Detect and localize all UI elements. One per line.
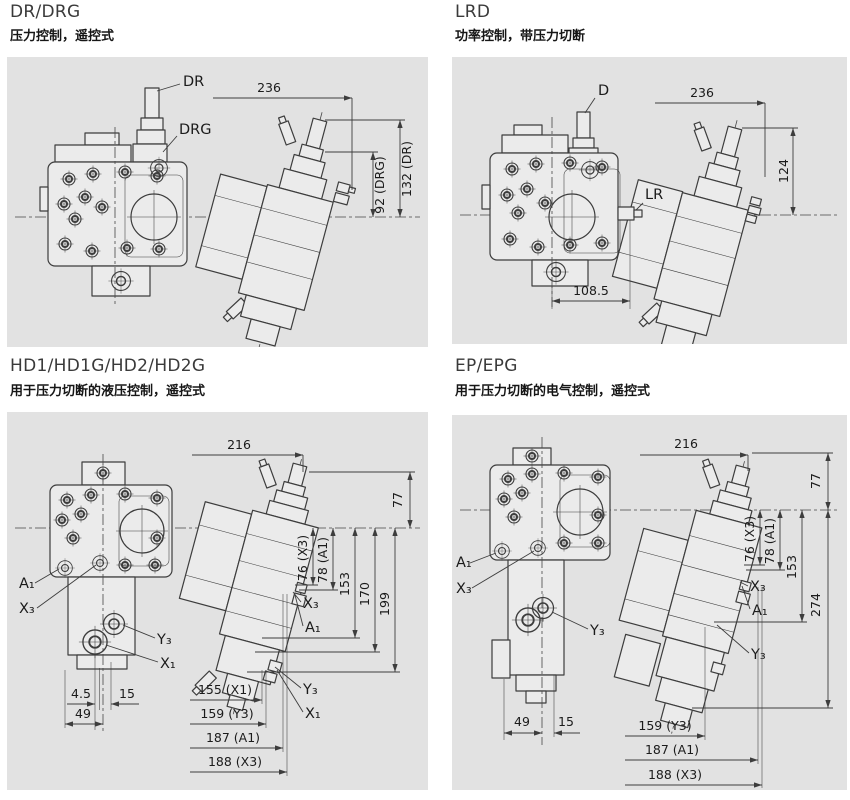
- dim-124: 124: [776, 159, 791, 183]
- side-view-tilted: [178, 458, 319, 715]
- section-subtitle-lrd: 功率控制，带压力切断: [455, 29, 586, 44]
- front-view: [49, 454, 173, 732]
- dim-153: 153: [784, 555, 799, 579]
- section-title-ep: EP/EPG: [455, 356, 518, 376]
- dim-49: 49: [514, 714, 530, 729]
- front-view: [39, 87, 188, 307]
- dimensions: D LR 236 124 108.5: [551, 83, 798, 309]
- dim-153: 153: [337, 572, 352, 596]
- dim-155-x1: 155 (X1): [198, 682, 252, 697]
- dim-159-y3: 159 (Y3): [638, 718, 691, 733]
- drawing-lrd: D LR 236 124 108.5: [460, 83, 839, 344]
- port-label-a1-side: A₁: [752, 603, 768, 619]
- port-label-lr: LR: [645, 187, 663, 203]
- side-view-tilted: [611, 120, 763, 344]
- dim-78-a1: 78 (A1): [762, 518, 777, 564]
- port-label-x3-front: X₃: [19, 601, 35, 617]
- dim-274: 274: [808, 593, 823, 617]
- dim-77: 77: [390, 492, 405, 508]
- dim-199: 199: [377, 592, 392, 616]
- drawing-hd: A₁ X₃ Y₃ X₁ 4.5 15 49 216 77: [15, 437, 420, 776]
- dim-188-x3: 188 (X3): [208, 754, 262, 769]
- section-title-hd: HD1/HD1G/HD2/HD2G: [10, 356, 206, 376]
- section-title-lrd: LRD: [455, 2, 491, 22]
- dim-15: 15: [558, 714, 574, 729]
- port-label-x3-side: X₃: [303, 596, 319, 612]
- panel-dr-drg: DR DRG 236 132 (DR) 92 (DRG): [7, 57, 428, 347]
- dim-188-x3: 188 (X3): [648, 767, 702, 782]
- dim-76-x3: 76 (X3): [295, 535, 310, 581]
- port-label-drg: DRG: [179, 122, 211, 138]
- port-label-x1-side: X₁: [305, 706, 321, 722]
- panel-ep: A₁ X₃ Y₃ 49 15 216 77 76 (X3) 78 (A1): [452, 415, 847, 790]
- side-view-tilted: [195, 112, 357, 347]
- port-label-dr: DR: [183, 74, 204, 90]
- front-view: [481, 111, 643, 307]
- section-subtitle-dr: 压力控制，遥控式: [10, 29, 115, 44]
- drawing-ep: A₁ X₃ Y₃ 49 15 216 77 76 (X3) 78 (A1): [456, 436, 839, 788]
- dim-4-5: 4.5: [71, 686, 91, 701]
- panel-lrd: D LR 236 124 108.5: [452, 57, 847, 344]
- dim-108-5: 108.5: [573, 283, 609, 298]
- dim-76-x3: 76 (X3): [742, 516, 757, 562]
- dim-170: 170: [357, 582, 372, 606]
- dimensions: A₁ X₃ Y₃ 49 15 216 77 76 (X3) 78 (A1): [456, 436, 833, 788]
- section-subtitle-hd: 用于压力切断的液压控制，遥控式: [10, 384, 206, 399]
- dim-78-a1: 78 (A1): [315, 537, 330, 583]
- dimensions: A₁ X₃ Y₃ X₁ 4.5 15 49 216 77: [19, 437, 415, 776]
- side-view-tilted: [613, 458, 763, 734]
- dim-187-a1: 187 (A1): [645, 742, 699, 757]
- dim-216: 216: [674, 436, 698, 451]
- dim-236: 236: [690, 85, 714, 100]
- port-label-a1-front: A₁: [19, 576, 35, 592]
- port-label-a1-front: A₁: [456, 555, 472, 571]
- dim-187-a1: 187 (A1): [206, 730, 260, 745]
- dim-49: 49: [75, 706, 91, 721]
- panel-hd: A₁ X₃ Y₃ X₁ 4.5 15 49 216 77: [7, 412, 428, 790]
- dimensions: DR DRG 236 132 (DR) 92 (DRG): [156, 74, 414, 217]
- drawing-dr-drg: DR DRG 236 132 (DR) 92 (DRG): [15, 74, 420, 347]
- dim-77: 77: [808, 473, 823, 489]
- dim-159-y3: 159 (Y3): [200, 706, 253, 721]
- dim-92-drg: 92 (DRG): [372, 156, 387, 214]
- section-subtitle-ep: 用于压力切断的电气控制，遥控式: [455, 384, 651, 399]
- port-label-y3-side: Y₃: [302, 682, 318, 698]
- port-label-d: D: [598, 83, 609, 99]
- dim-216: 216: [227, 437, 251, 452]
- port-label-a1-side: A₁: [305, 620, 321, 636]
- front-view: [489, 437, 611, 745]
- port-label-x1-front: X₁: [160, 656, 176, 672]
- port-label-y3-front: Y₃: [589, 623, 605, 639]
- section-title-dr: DR/DRG: [10, 2, 81, 22]
- dim-15: 15: [119, 686, 135, 701]
- dim-132-dr: 132 (DR): [399, 141, 414, 197]
- port-label-x3-front: X₃: [456, 581, 472, 597]
- port-label-y3-front: Y₃: [156, 632, 172, 648]
- dim-236: 236: [257, 80, 281, 95]
